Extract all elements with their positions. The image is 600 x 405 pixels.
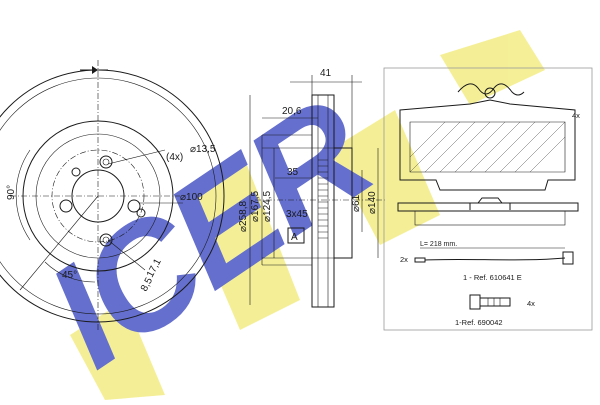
svg-text:ICER: ICER (19, 66, 400, 399)
logo-letters: ICER (19, 66, 400, 399)
disc-side-vent (317, 94, 329, 308)
datum-a-label: A (291, 232, 298, 243)
bolt-ref-label: 1-Ref. 690042 (455, 318, 503, 327)
vent-fins (318, 159, 328, 239)
dim-41-label: 41 (320, 68, 332, 79)
angle-90-arc (15, 149, 31, 241)
dim-61-label: ⌀61 (351, 194, 362, 212)
dim-35-label: 35 (287, 167, 299, 178)
bolt-hole (127, 199, 141, 213)
pcd-label: ⌀100 (180, 192, 203, 203)
dim-3x45-label: 3x45 (286, 209, 308, 220)
sensor-plug-icon (414, 257, 426, 263)
bolt-shank-icon (479, 297, 511, 307)
spring-clip-icon (457, 83, 525, 96)
wear-sensor: L= 218 mm. 2x 1 - Ref. 610641 E (400, 241, 574, 282)
sensor-qty-label: 2x (400, 255, 408, 264)
bolt-hole (71, 167, 81, 177)
dim-20-6-label: 20,6 (282, 106, 302, 117)
dim-124-5-label: ⌀124,5 (262, 191, 273, 222)
bolt-hole (59, 199, 73, 213)
angle-45-label: 45° (62, 270, 77, 281)
datum-a-box (287, 227, 305, 244)
leader-17-1 (107, 239, 146, 271)
bolt-head-icon (469, 294, 481, 310)
bolt-holes (59, 155, 146, 247)
bolt-hole (136, 208, 146, 218)
angle-45-arc (44, 261, 96, 283)
logo-yellow-shape-4 (440, 30, 545, 105)
hole-diameter-label: ⌀13,5 (190, 144, 216, 155)
pads-qty-label: 4x (572, 111, 580, 120)
brake-pad-lining (409, 121, 566, 173)
bolt-holes-count-label: (4x) (166, 152, 183, 163)
bolt-hole (99, 233, 113, 247)
dim-258-8-label: ⌀258,8 (238, 201, 249, 232)
pads-panel-frame (383, 67, 593, 331)
bolt-qty-label: 4x (527, 299, 535, 308)
brake-pad-top (399, 99, 576, 191)
disc-45-line (19, 195, 99, 291)
sensor-tip-icon (562, 251, 574, 265)
pad-clip-side (469, 197, 511, 210)
sensor-length-label: L= 218 mm. (420, 241, 457, 248)
arrow-icon (92, 66, 98, 74)
dim-167-5-label: ⌀167,5 (250, 191, 261, 222)
clip-pin-icon (484, 87, 496, 99)
sensor-ref-label: 1 - Ref. 610641 E (463, 273, 522, 282)
angle-90-label: 90° (6, 185, 17, 200)
dim-140-label: ⌀140 (367, 191, 378, 214)
fixing-bolt: 4x 1-Ref. 690042 (455, 294, 535, 327)
sensor-wire (424, 257, 566, 261)
logo-yellow-shape-1 (70, 300, 165, 400)
disc-front-view: (4x) ⌀13,5 ⌀100 90° 45° 17,1 8,5 (0, 60, 225, 330)
bolt-hole (99, 155, 113, 169)
logo-yellow-shape-2 (180, 160, 300, 330)
pad-friction-side (414, 210, 566, 226)
pads-panel: 4x L= 218 mm. 2x 1 - Ref. 610641 E 4x 1-… (383, 67, 593, 331)
disc-side-view: 41 20,6 35 3x45 A ⌀258,8 ⌀167,5 ⌀124,5 ⌀… (238, 68, 385, 308)
bolt-hole-inner (102, 236, 110, 244)
bolt-hole-inner (102, 158, 110, 166)
leader-hole-diameter (107, 149, 166, 165)
lining-hatch (409, 121, 566, 173)
